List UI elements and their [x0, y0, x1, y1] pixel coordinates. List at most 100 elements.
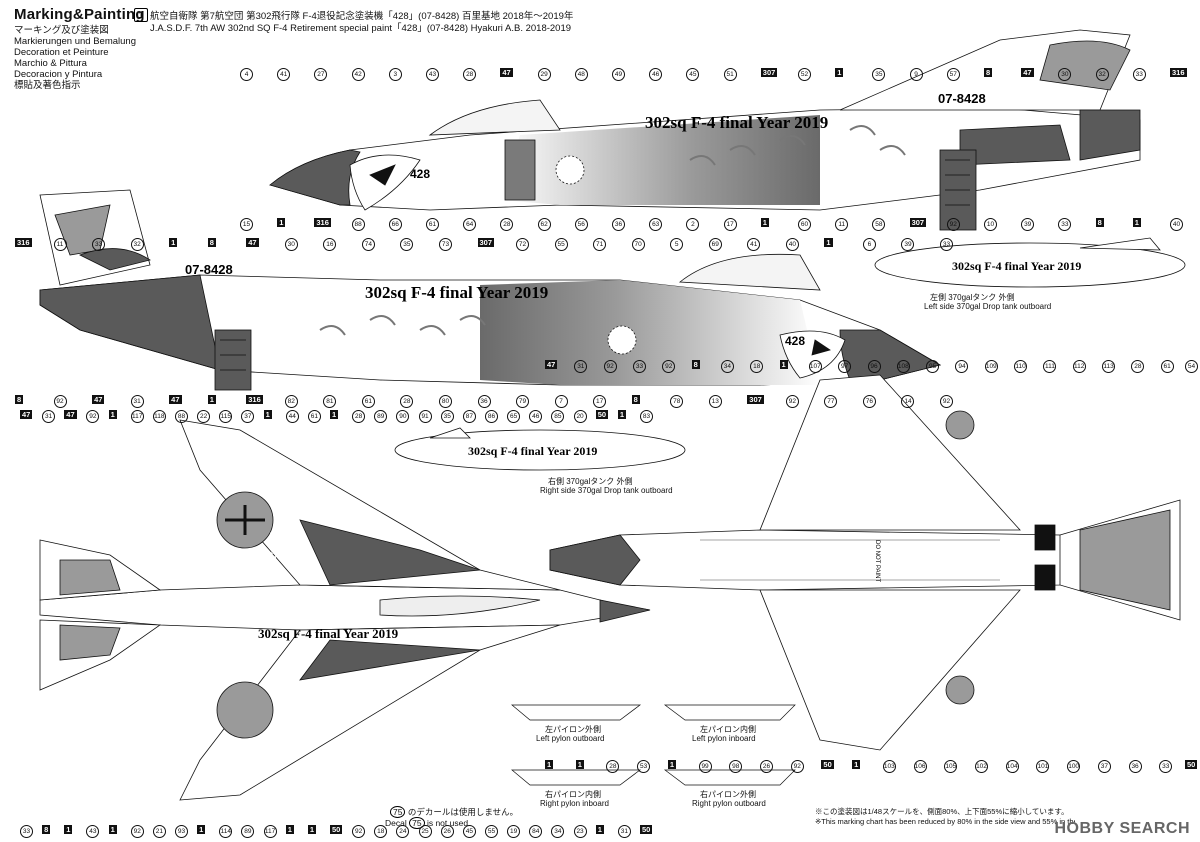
callout-number: 1 — [108, 825, 117, 834]
callout-number: 89 — [241, 825, 255, 838]
callout-number: 96 — [867, 360, 881, 373]
bottom-view — [549, 374, 1181, 751]
callout-number: 101 — [1036, 760, 1050, 773]
title-cn: 標貼及著色指示 — [14, 80, 81, 91]
callout-number: 100 — [1067, 760, 1081, 773]
callout-number: 108 — [896, 360, 910, 373]
callout-number: 64 — [463, 218, 477, 231]
callout-number: 104 — [1005, 760, 1019, 773]
callout-number: 18 — [750, 360, 764, 373]
callout-number: 24 — [396, 825, 410, 838]
side-view-right — [269, 29, 1141, 231]
callout-number: 1 — [307, 825, 317, 834]
callout-number: 1 — [779, 360, 788, 369]
callout-number: 1 — [330, 410, 339, 419]
callout-number: 31 — [617, 825, 631, 838]
callout-number: 99 — [698, 760, 712, 773]
callout-number: 97 — [838, 360, 852, 373]
callout-number: 49 — [612, 68, 625, 81]
tank-caption-right-en: Right side 370gal Drop tank outboard — [540, 486, 673, 495]
nose-number-lower: 428 — [785, 334, 805, 348]
callout-number: 316 — [246, 395, 263, 404]
tail-badge: PHANTOM — [268, 532, 277, 572]
callout-number: 1 — [595, 825, 604, 834]
nose-number-upper: 428 — [410, 167, 430, 181]
callout-number: 30 — [284, 238, 298, 251]
drop-tank-left — [874, 237, 1186, 288]
callout-number: 56 — [574, 218, 588, 231]
callout-number: 89 — [374, 410, 388, 423]
callout-number: 18 — [374, 825, 388, 838]
callout-number: 34 — [720, 360, 734, 373]
fuselage-text-lower: 302sq F-4 final Year 2019 — [365, 283, 548, 302]
callout-number: 1 — [277, 218, 286, 227]
callout-number: 30 — [1058, 68, 1072, 81]
callout-number: 47 — [545, 360, 558, 369]
callout-number: 71 — [593, 238, 607, 251]
callout-number: 40 — [785, 238, 799, 251]
callout-number: 50 — [595, 410, 609, 419]
title-es: Decoracion y Pintura — [14, 69, 103, 80]
callout-number: 21 — [152, 825, 166, 838]
callout-number: 85 — [551, 410, 565, 423]
callout-number: 3 — [388, 68, 402, 81]
callout-number: 11 — [835, 218, 849, 231]
callout-number: 80 — [438, 395, 452, 408]
callout-number: 72 — [516, 238, 530, 251]
decal-note-prefix: Decal — [385, 818, 407, 828]
callout-number: 27 — [314, 68, 328, 81]
watermark-logo: HOBBY SEARCH — [1054, 820, 1190, 837]
fuselage-text-upper: 302sq F-4 final Year 2019 — [645, 113, 828, 132]
callout-number: 33 — [1058, 218, 1072, 231]
callout-number: 23 — [573, 825, 587, 838]
title-fr: Decoration et Peinture — [14, 47, 109, 58]
callout-number: 43 — [426, 68, 439, 81]
callout-number: 39 — [901, 238, 915, 251]
callout-number: 77 — [824, 395, 838, 408]
callout-number: 37 — [241, 410, 255, 423]
pylon-caption-3-jp: 右パイロン内側 — [545, 790, 601, 799]
callout-number: 92 — [790, 760, 804, 773]
callout-number: 92 — [940, 395, 953, 408]
callout-number: 47 — [500, 68, 513, 77]
callout-number: 103 — [882, 760, 896, 773]
callout-number: 8 — [207, 238, 216, 247]
callout-number: 28 — [400, 395, 414, 408]
tank-caption-right-jp: 右側 370galタンク 外側 — [548, 477, 633, 486]
callout-number: 10 — [984, 218, 997, 231]
side-view-left — [39, 189, 942, 391]
drop-tank-right — [394, 427, 686, 471]
callout-number: 1 — [207, 395, 216, 404]
callout-number: 28 — [463, 68, 477, 81]
callout-number: 88 — [175, 410, 188, 423]
callout-number: 102 — [975, 760, 988, 773]
callout-number: 36 — [1128, 760, 1142, 773]
callout-number: 47 — [1021, 68, 1034, 77]
pylon-caption-2-jp: 左パイロン内側 — [700, 725, 756, 734]
callout-number: 26 — [760, 760, 773, 773]
scale-note-en: ※This marking chart has been reduced by … — [815, 817, 1075, 826]
serial-upper: 07-8428 — [938, 91, 986, 106]
callout-number: 95 — [926, 360, 940, 373]
tank-caption-left-en: Left side 370gal Drop tank outboard — [924, 302, 1052, 311]
callout-number: 5 — [670, 238, 684, 251]
callout-number: 8 — [1095, 218, 1104, 227]
callout-number: 46 — [649, 68, 663, 81]
callout-number: 33 — [92, 238, 106, 251]
callout-number: 61 — [426, 218, 439, 231]
callout-number: 9 — [909, 68, 923, 81]
callout-number: 117 — [130, 410, 144, 423]
callout-number: 14 — [901, 395, 915, 408]
callout-number: 47 — [64, 410, 77, 419]
callout-number: 1 — [285, 825, 294, 834]
callout-number: 55 — [554, 238, 568, 251]
fuselage-text-top: 302sq F-4 final Year 2019 — [258, 626, 399, 641]
callout-number: 114 — [219, 825, 233, 838]
callout-number: 70 — [631, 238, 645, 251]
pylon-diagrams — [511, 704, 796, 786]
callout-number: 45 — [462, 825, 476, 838]
callout-number: 1 — [1132, 218, 1141, 227]
callout-number: 22 — [197, 410, 211, 423]
callout-number: 118 — [152, 410, 166, 423]
pylon-caption-4-jp: 右パイロン外側 — [700, 790, 756, 799]
